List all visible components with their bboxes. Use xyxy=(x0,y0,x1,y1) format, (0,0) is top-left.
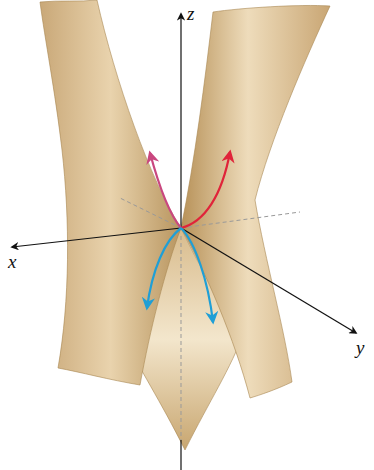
axis-label: y xyxy=(356,338,364,357)
axis-label: x xyxy=(8,252,16,271)
axis-label: z xyxy=(187,4,194,23)
